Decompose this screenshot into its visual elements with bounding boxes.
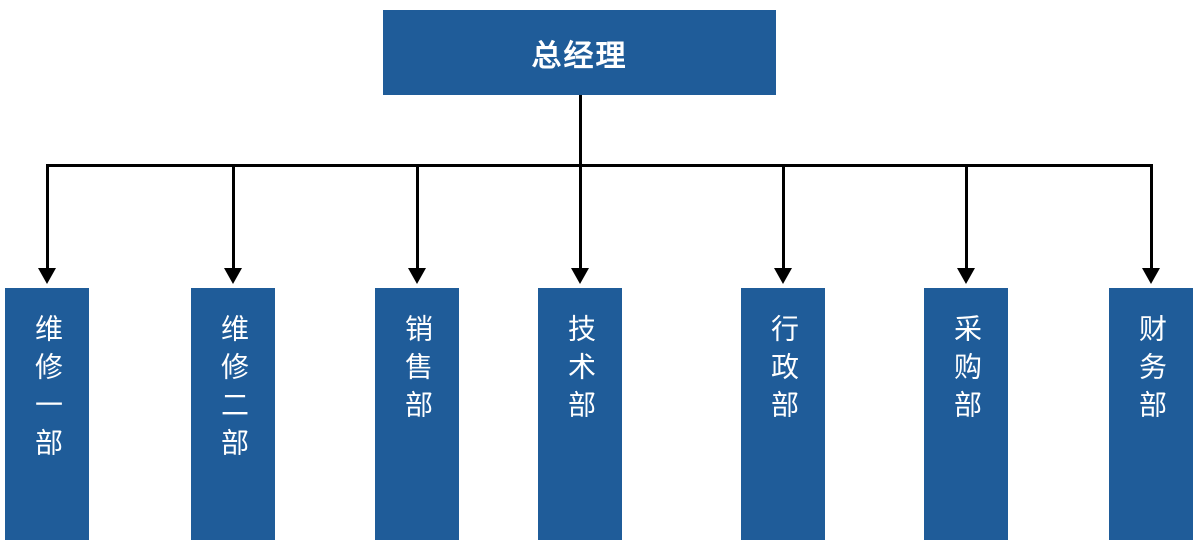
- connector-drop-5: [782, 164, 785, 270]
- arrow-down-icon: [408, 268, 426, 284]
- connector-drop-4: [579, 164, 582, 270]
- org-node-dept-finance: 财务部: [1109, 288, 1193, 540]
- arrow-down-icon: [1142, 268, 1160, 284]
- org-node-dept-label: 维修一部: [31, 314, 64, 466]
- org-node-dept-label: 财务部: [1135, 314, 1168, 428]
- arrow-down-icon: [571, 268, 589, 284]
- arrow-down-icon: [774, 268, 792, 284]
- connector-drop-7: [1150, 164, 1153, 270]
- org-node-general-manager: 总经理: [383, 10, 776, 95]
- org-node-dept-purchasing: 采购部: [924, 288, 1008, 540]
- org-node-dept-label: 行政部: [767, 314, 800, 428]
- org-node-dept-sales: 销售部: [375, 288, 459, 540]
- org-node-dept-label: 技术部: [564, 314, 597, 428]
- connector-drop-1: [46, 164, 49, 270]
- org-node-dept-label: 采购部: [950, 314, 983, 428]
- connector-horizontal-bus: [46, 164, 1153, 167]
- connector-root-stem: [579, 95, 582, 166]
- org-node-dept-maintenance-2: 维修二部: [191, 288, 275, 540]
- org-node-dept-administration: 行政部: [741, 288, 825, 540]
- org-node-dept-label: 销售部: [401, 314, 434, 428]
- connector-drop-6: [965, 164, 968, 270]
- org-node-dept-label: 维修二部: [217, 314, 250, 466]
- connector-drop-3: [416, 164, 419, 270]
- org-node-dept-technology: 技术部: [538, 288, 622, 540]
- org-node-dept-maintenance-1: 维修一部: [5, 288, 89, 540]
- connector-drop-2: [232, 164, 235, 270]
- org-node-general-manager-label: 总经理: [531, 38, 628, 74]
- arrow-down-icon: [38, 268, 56, 284]
- arrow-down-icon: [957, 268, 975, 284]
- arrow-down-icon: [224, 268, 242, 284]
